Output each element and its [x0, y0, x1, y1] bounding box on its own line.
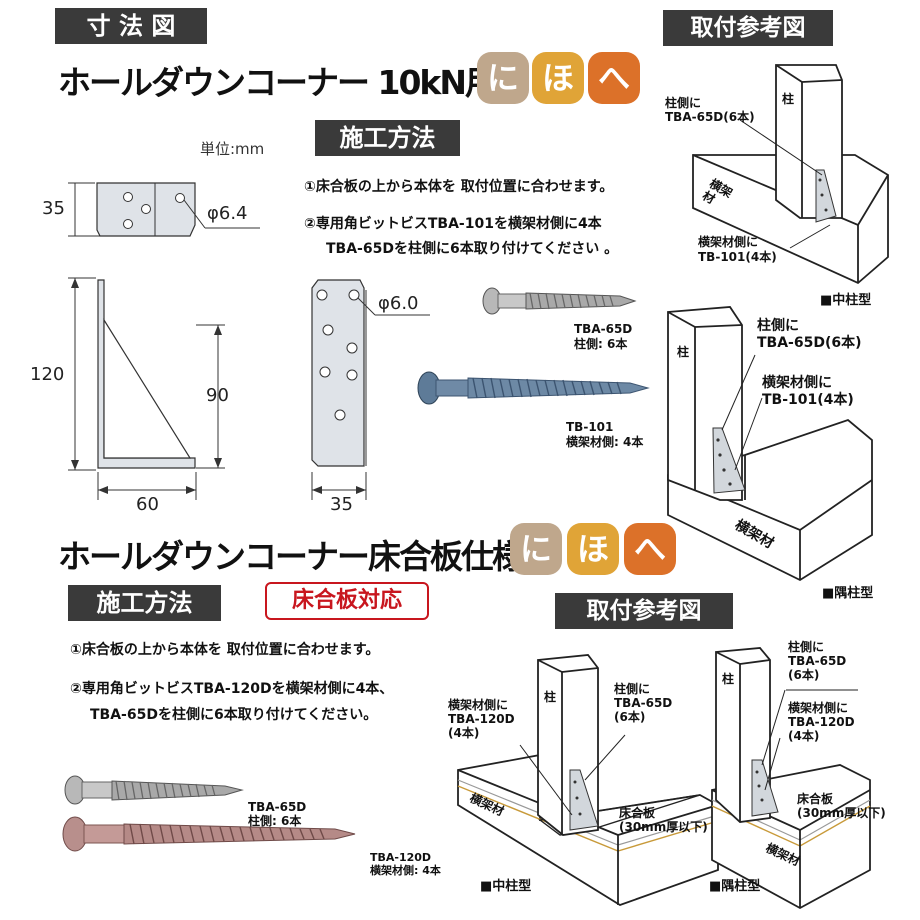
- tba-65d-note: 柱側: 6本: [574, 337, 628, 351]
- ref1-center-beam-side-line2: TB-101(4本): [698, 250, 777, 264]
- ref2-corner-floor-line1: 床合板: [797, 792, 834, 806]
- plate-side-view: [68, 277, 225, 500]
- dim-35-bottom: 35: [330, 494, 353, 515]
- ref1-corner-column-label: 柱: [677, 345, 690, 359]
- step2-line3: TBA-65Dを柱側に6本取り付けてください。: [90, 707, 378, 723]
- product-title-10kn: ホールダウンコーナー 10kN用: [58, 63, 498, 102]
- method2-header: 施工方法: [68, 585, 221, 621]
- screw-tba-120d: [62, 816, 356, 852]
- tba-120d-label: TBA-120D: [370, 851, 432, 864]
- ref1-corner-beam-side-line2: TB-101(4本): [762, 392, 854, 408]
- badge2-ni: に: [510, 523, 562, 575]
- screw-tba-65d-top: [482, 287, 637, 315]
- ref2-corner-col-side-line3: (6本): [788, 668, 820, 682]
- screw-tb-101: [417, 371, 650, 405]
- ref2-corner-caption: ■隅柱型: [709, 879, 761, 894]
- ref2-corner-col-side-line2: TBA-65D: [788, 654, 847, 668]
- dim-phi-6-0: φ6.0: [378, 293, 419, 314]
- ref2-corner-beam-side-line1: 横架材側に: [788, 701, 849, 715]
- ref2-center-beam-side-line2: TBA-120D: [448, 712, 515, 726]
- tba-65d-bottom-note: 柱側: 6本: [248, 814, 302, 828]
- ref1-corner-caption: ■隅柱型: [822, 586, 874, 601]
- method-header: 施工方法: [315, 120, 460, 156]
- ref1-center-col-side-line2: TBA-65D(6本): [665, 110, 755, 124]
- tba-65d-bottom-label: TBA-65D: [248, 800, 307, 814]
- ref1-center-col-side-line1: 柱側に: [665, 96, 702, 110]
- tba-120d-note: 横架材側: 4本: [370, 864, 441, 877]
- product-title-floor: ホールダウンコーナー床合板仕様Ⅱ: [58, 537, 545, 576]
- badge2-ho: ほ: [567, 523, 619, 575]
- step1-line1: ①床合板の上から本体を 取付位置に合わせます。: [304, 179, 614, 195]
- ref1-corner-col-side-line1: 柱側に: [757, 318, 799, 334]
- screw-tba-65d-bottom: [64, 775, 244, 805]
- unit-label: 単位:mm: [200, 140, 265, 158]
- ref2-corner-column-label: 柱: [722, 672, 735, 686]
- ref2-corner-col-side-line1: 柱側に: [788, 640, 825, 654]
- ref2-center-col-side-line2: TBA-65D: [614, 696, 673, 710]
- step1-line2: ②専用角ビットビスTBA-101を横架材側に4本: [304, 216, 602, 232]
- dim-90: 90: [206, 385, 229, 406]
- step2-line2: ②専用角ビットビスTBA-120Dを横架材側に4本、: [70, 681, 394, 697]
- tb-101-label: TB-101: [566, 420, 614, 434]
- ref2-center-col-side-line3: (6本): [614, 710, 646, 724]
- badge2-he: へ: [624, 523, 676, 575]
- step1-line3: TBA-65Dを柱側に6本取り付けてください 。: [326, 241, 619, 257]
- floor-plywood-tag: 床合板対応: [265, 582, 429, 620]
- plate-top-view: [68, 182, 260, 237]
- tba-65d-label: TBA-65D: [574, 322, 633, 336]
- dim-phi-6-4: φ6.4: [207, 203, 248, 224]
- tb-101-note: 横架材側: 4本: [566, 435, 644, 449]
- ref2-center-beam-side-line1: 横架材側に: [448, 698, 509, 712]
- ref2-center-col-side-line1: 柱側に: [614, 682, 651, 696]
- badge-ni: に: [477, 52, 529, 104]
- dim-120: 120: [30, 364, 65, 385]
- ref2-corner-floor-line2: (30mm厚以下): [797, 806, 886, 820]
- ref1-center-column-label: 柱: [782, 92, 795, 106]
- ref2-corner-beam-side-line3: (4本): [788, 729, 820, 743]
- ref2-center-floor-line1: 床合板: [619, 806, 656, 820]
- ref2-center-caption: ■中柱型: [480, 879, 532, 894]
- ref2-center-floor-line2: (30mm厚以下): [619, 820, 708, 834]
- step2-line1: ①床合板の上から本体を 取付位置に合わせます。: [70, 642, 380, 658]
- install-reference-header: 取付参考図: [663, 10, 833, 46]
- badge-ho: ほ: [532, 52, 584, 104]
- ref2-center-beam-side-line3: (4本): [448, 726, 480, 740]
- ref1-center-caption: ■中柱型: [820, 293, 872, 308]
- install-reference2-header: 取付参考図: [555, 593, 733, 629]
- badge-he: へ: [588, 52, 640, 104]
- dim-35-top: 35: [42, 198, 65, 219]
- ref1-corner-beam-side-line1: 横架材側に: [762, 375, 832, 391]
- ref1-corner-col-side-line2: TBA-65D(6本): [757, 335, 862, 351]
- plate-front-view: [311, 279, 430, 500]
- dim-60: 60: [136, 494, 159, 515]
- ref2-corner-beam-side-line2: TBA-120D: [788, 715, 855, 729]
- dimension-header: 寸 法 図: [55, 8, 207, 44]
- ref2-center-column-label: 柱: [544, 690, 557, 704]
- ref1-center-beam-side-line1: 横架材側に: [698, 235, 759, 249]
